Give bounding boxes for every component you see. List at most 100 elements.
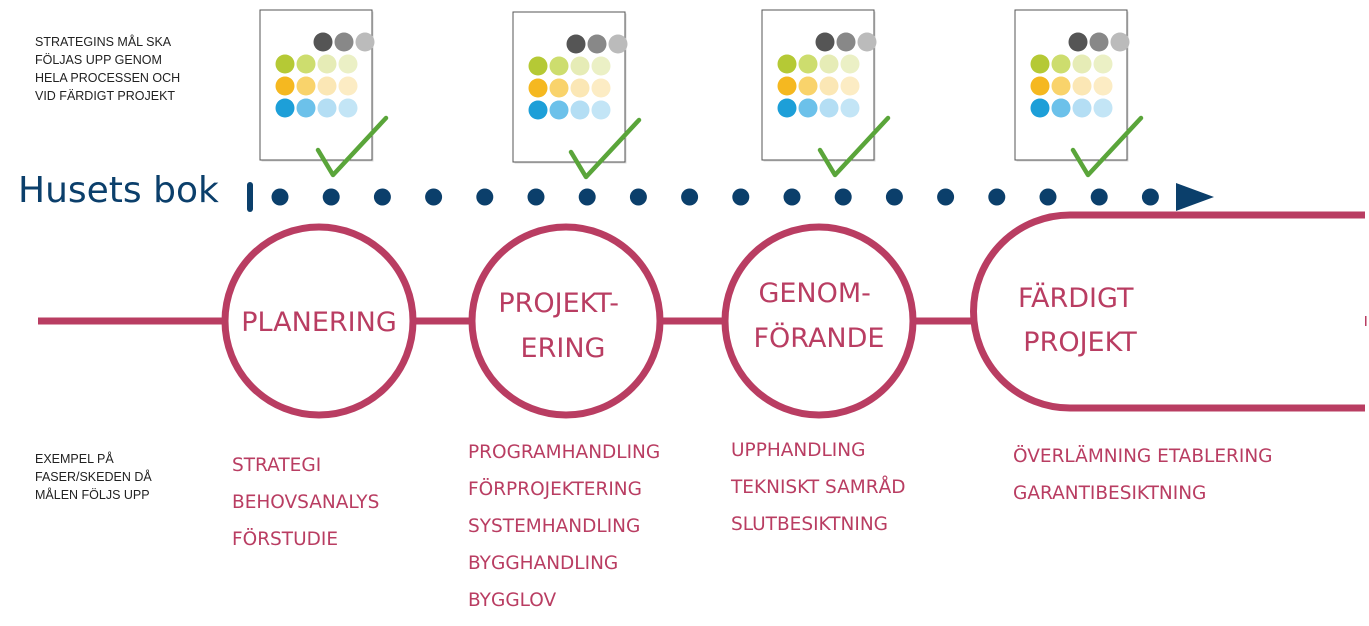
document-dot (815, 32, 835, 52)
activity-item: BEHOVSANALYS (232, 492, 380, 513)
arrow-icon (1176, 183, 1214, 211)
document-dot (275, 98, 295, 118)
document-dot (570, 100, 590, 120)
document-dot (777, 54, 797, 74)
phase-line (38, 316, 1367, 326)
document-icon (761, 9, 891, 178)
document-dot (338, 98, 358, 118)
track-dot (373, 188, 391, 206)
document-dot (1072, 54, 1092, 74)
check-icon (1070, 115, 1144, 178)
activity-item: FÖRPROJEKTERING (468, 479, 642, 500)
husets-bok-track (247, 182, 1214, 212)
document-dot (591, 56, 611, 76)
track-dot (1039, 188, 1057, 206)
activity-item: ÖVERLÄMNING ETABLERING (1013, 446, 1273, 467)
document-dot (338, 76, 358, 96)
track-title: Husets bok (18, 170, 219, 211)
document-icon (1014, 9, 1144, 178)
document-dot (296, 54, 316, 74)
document-dot (1072, 76, 1092, 96)
phase-shape-fardigt-projekt (970, 211, 1365, 412)
strategy-note-line: VID FÄRDIGT PROJEKT (35, 89, 176, 103)
document-dot (587, 34, 607, 54)
phase-label-projektering: PROJEKT- ERING (498, 288, 627, 364)
strategy-note-line: STRATEGINS MÅL SKA (35, 35, 172, 49)
document-dot (840, 98, 860, 118)
activities-projektering: PROGRAMHANDLING FÖRPROJEKTERING SYSTEMHA… (468, 434, 660, 619)
document-dot (566, 34, 586, 54)
document-dot (549, 56, 569, 76)
document-dot (798, 98, 818, 118)
document-dot (591, 78, 611, 98)
document-dot (1030, 76, 1050, 96)
track-dot (527, 188, 545, 206)
activity-item: STRATEGI (232, 455, 322, 476)
document-dot (317, 98, 337, 118)
track-dot (322, 188, 340, 206)
track-dot (834, 188, 852, 206)
examples-note-line: EXEMPEL PÅ (35, 452, 114, 466)
track-dot (1090, 188, 1108, 206)
examples-note-line: FASER/SKEDEN DÅ (35, 470, 152, 484)
document-dot (528, 56, 548, 76)
activity-item: UPPHANDLING (731, 440, 866, 461)
activity-item: TEKNISKT SAMRÅD (731, 477, 906, 498)
document-icon (512, 11, 642, 180)
document-dot (1051, 98, 1071, 118)
document-dot (819, 98, 839, 118)
phase-group: PLANERING PROJEKT- ERING GENOM- FÖRANDE … (221, 211, 1365, 419)
document-dot (1051, 54, 1071, 74)
activities-genomforande: UPPHANDLING TEKNISKT SAMRÅD SLUTBESIKTNI… (731, 432, 906, 543)
check-icon (817, 115, 891, 178)
document-dot (819, 76, 839, 96)
document-dot (296, 98, 316, 118)
phase-circle-projektering (468, 223, 664, 419)
document-dot (1093, 76, 1113, 96)
strategy-note: STRATEGINS MÅL SKA FÖLJAS UPP GENOM HELA… (35, 33, 180, 105)
document-dot (528, 78, 548, 98)
document-group (259, 9, 1144, 180)
activities-fardigt-projekt: ÖVERLÄMNING ETABLERING GARANTIBESIKTNING (1013, 438, 1273, 512)
track-dot (937, 188, 955, 206)
document-dot (355, 32, 375, 52)
track-dot (425, 188, 443, 206)
phase-label-genomforande: GENOM- FÖRANDE (754, 278, 885, 354)
document-dot (317, 76, 337, 96)
track-dot (885, 188, 903, 206)
examples-note: EXEMPEL PÅ FASER/SKEDEN DÅ MÅLEN FÖLJS U… (35, 450, 152, 504)
activity-item: FÖRSTUDIE (232, 529, 339, 550)
document-dot (549, 78, 569, 98)
activity-item: SLUTBESIKTNING (731, 514, 889, 535)
phase-label-fardigt-projekt: FÄRDIGT PROJEKT (1018, 282, 1142, 358)
document-dot (1093, 54, 1113, 74)
examples-note-line: MÅLEN FÖLJS UPP (35, 488, 150, 502)
document-dot (857, 32, 877, 52)
document-dot (570, 56, 590, 76)
document-dot (338, 54, 358, 74)
document-dot (296, 76, 316, 96)
document-dot (1089, 32, 1109, 52)
track-dot (271, 188, 289, 206)
document-dot (798, 54, 818, 74)
document-dot (1030, 98, 1050, 118)
document-dot (1051, 76, 1071, 96)
document-dot (840, 54, 860, 74)
document-dot (528, 100, 548, 120)
document-icon (259, 9, 389, 178)
activity-item: PROGRAMHANDLING (468, 442, 661, 463)
document-dot (608, 34, 628, 54)
activity-item: SYSTEMHANDLING (468, 516, 641, 537)
strategy-note-line: FÖLJAS UPP GENOM (35, 53, 162, 67)
activity-item: GARANTIBESIKTNING (1013, 483, 1207, 504)
track-dot (988, 188, 1006, 206)
document-dot (334, 32, 354, 52)
strategy-note-line: HELA PROCESSEN OCH (35, 71, 181, 85)
track-dots (271, 188, 1159, 206)
document-dot (1093, 98, 1113, 118)
document-dot (1072, 98, 1092, 118)
activities-planering: STRATEGI BEHOVSANALYS FÖRSTUDIE (232, 447, 379, 558)
track-dot (629, 188, 647, 206)
document-dot (549, 100, 569, 120)
